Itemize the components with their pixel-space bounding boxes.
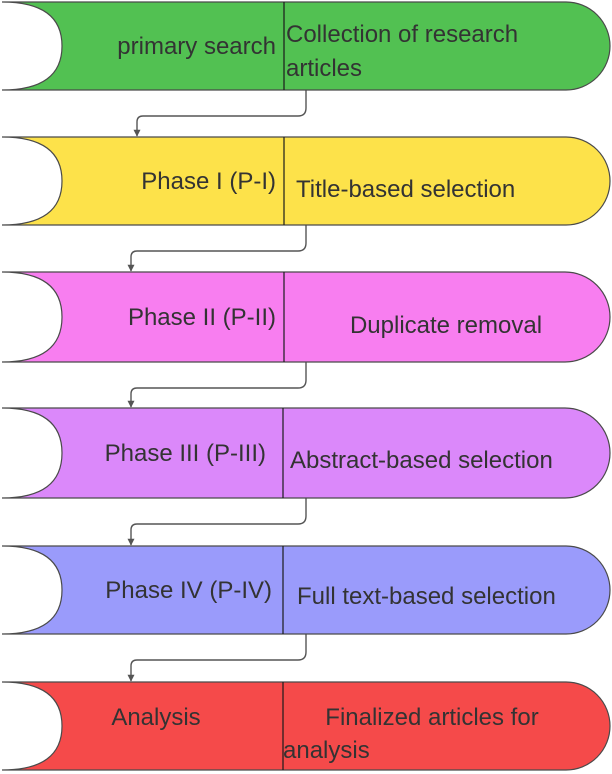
flow-arrow [127,498,307,546]
flow-arrow [133,90,307,137]
stage-description-line: Full text-based selection [297,583,556,610]
flow-arrow [127,225,307,272]
stage-box [1,545,611,635]
stage-5: Phase IV (P-IV) Full text-based selection [1,545,611,635]
stage-description-line: analysis [283,737,370,764]
stage-box [1,1,611,91]
stage-description-line: Collection of research [286,21,518,48]
stage-box [1,407,611,499]
stage-description-line: Duplicate removal [350,312,542,339]
flow-arrow [127,634,307,682]
stage-description-line: Finalized articles for [325,704,538,731]
stage-box [1,681,611,771]
stage-phase-label: primary search [117,33,276,60]
stage-6: Analysis Finalized articles for analysis [1,681,611,771]
flow-arrow [127,362,307,408]
stage-phase-label: Phase IV (P-IV) [105,577,272,604]
stage-1: primary search Collection of research arti… [1,1,611,91]
stage-phase-label: Phase II (P-II) [128,304,276,331]
stage-2: Phase I (P-I) Title-based selection [1,136,611,226]
stage-4: Phase III (P-III) Abstract-based selectio… [1,407,611,499]
stage-description-line: Abstract-based selection [290,447,553,474]
stage-phase-label: Phase I (P-I) [141,168,276,195]
stage-box [1,136,611,226]
stage-box [1,271,611,363]
stage-3: Phase II (P-II) Duplicate removal [1,271,611,363]
stage-description-line: Title-based selection [296,176,515,203]
stage-description-line: articles [286,55,362,82]
stage-phase-label: Phase III (P-III) [105,440,266,467]
stage-phase-label: Analysis [111,704,200,731]
connector-layer [127,90,307,682]
